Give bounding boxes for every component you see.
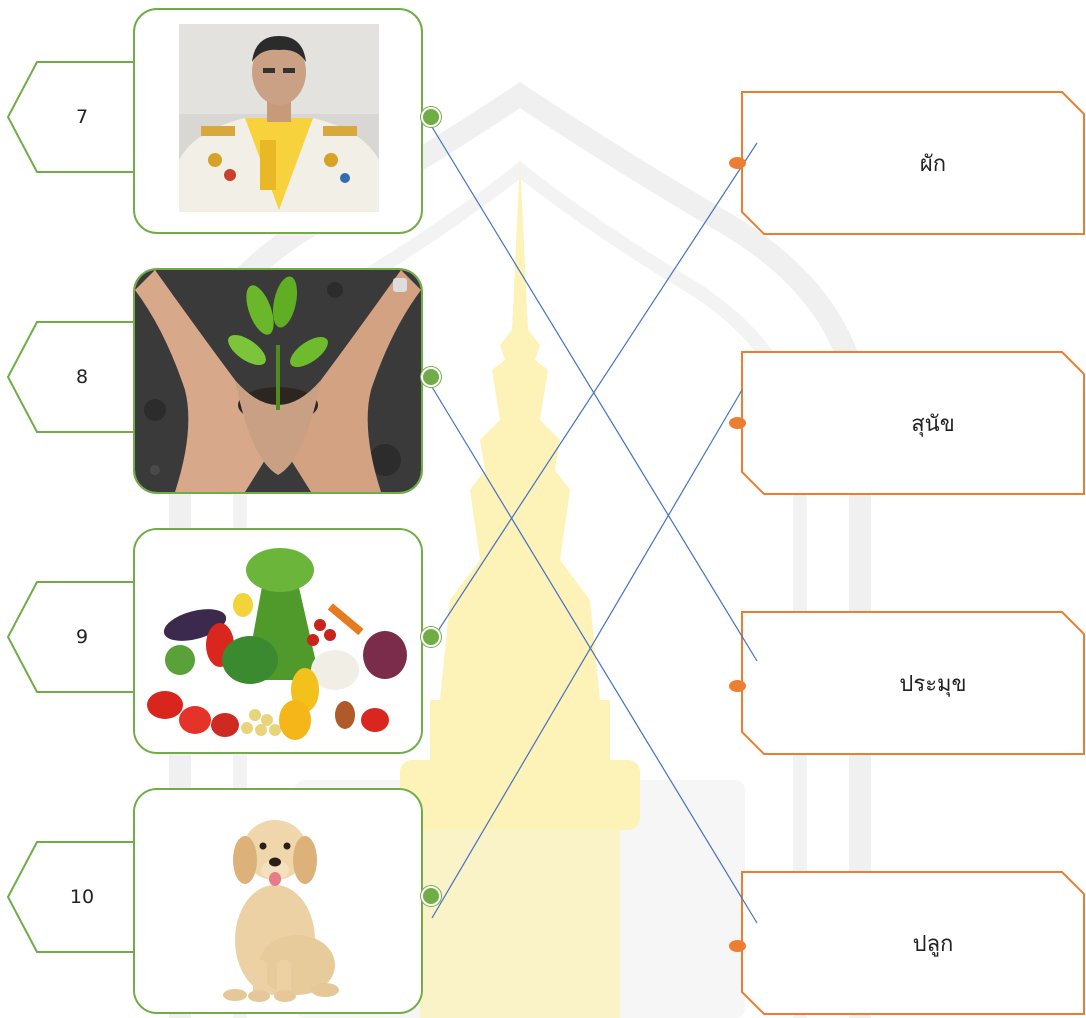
connector-dot[interactable]: [421, 367, 441, 387]
hands-planting-seedling-icon: [135, 270, 421, 492]
connector-dot[interactable]: [421, 627, 441, 647]
number-label: 7: [75, 106, 89, 128]
number-label: 9: [75, 626, 89, 648]
connector-dot[interactable]: [729, 417, 746, 429]
word-box[interactable]: ปลูก: [740, 870, 1086, 1016]
picture-card-dog[interactable]: [133, 788, 423, 1014]
word-box[interactable]: ประมุข: [740, 610, 1086, 756]
number-tag: 10: [5, 840, 155, 954]
dog-icon: [135, 790, 421, 1012]
picture-card-portrait[interactable]: [133, 8, 423, 234]
word-label: ปลูก: [912, 931, 954, 957]
picture-card-vegetables[interactable]: [133, 528, 423, 754]
number-tag: 8: [5, 320, 155, 434]
number-tag: 7: [5, 60, 155, 174]
connector-dot[interactable]: [729, 157, 746, 169]
word-box[interactable]: ผัก: [740, 90, 1086, 236]
portrait-icon: [179, 24, 379, 212]
word-box[interactable]: สุนัข: [740, 350, 1086, 496]
connector-dot[interactable]: [421, 107, 441, 127]
connector-dot[interactable]: [421, 886, 441, 906]
connector-dot[interactable]: [729, 680, 746, 692]
connector-dot[interactable]: [729, 940, 746, 952]
picture-card-planting[interactable]: [133, 268, 423, 494]
word-label: ผัก: [919, 151, 947, 177]
vegetables-icon: [135, 530, 421, 752]
number-label: 8: [75, 366, 89, 388]
word-label: ประมุข: [899, 671, 967, 697]
number-label: 10: [69, 886, 95, 908]
number-tag: 9: [5, 580, 155, 694]
word-label: สุนัข: [911, 411, 955, 437]
